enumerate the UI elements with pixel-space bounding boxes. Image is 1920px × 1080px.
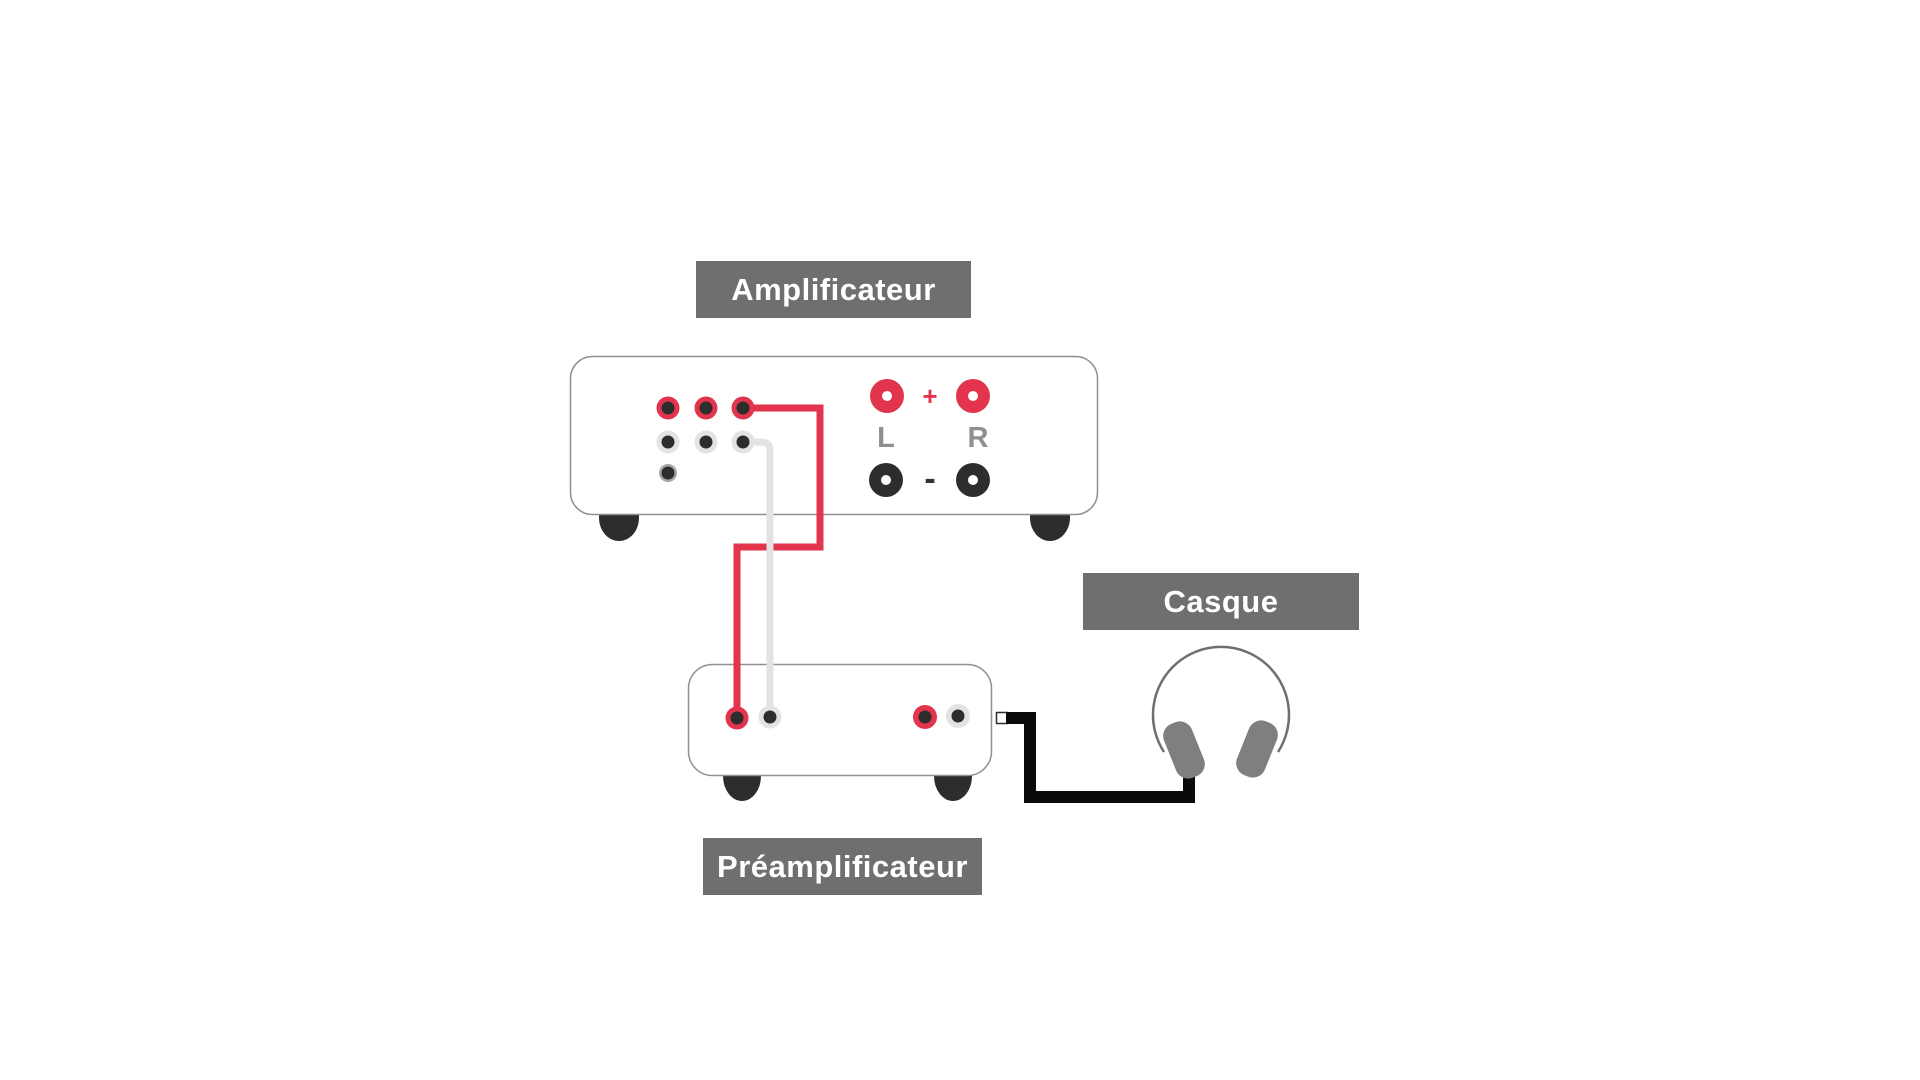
headphone-cable [1006, 712, 1195, 803]
left-channel-letter: L [877, 422, 895, 454]
preamp-jack-red-left [725, 706, 749, 730]
gray-interconnect-cable [743, 438, 774, 717]
amp-rca-jack-gray-3 [731, 430, 755, 454]
preamplifier-label: Préamplificateur [703, 838, 982, 895]
amp-rca-jack-red-3 [731, 396, 755, 420]
headphones-label: Casque [1083, 573, 1359, 630]
amp-rca-jack-red-2 [694, 396, 718, 420]
amp-rca-jack-red-1 [656, 396, 680, 420]
amp-rca-jack-gray-2 [694, 430, 718, 454]
plus-sign: + [922, 381, 937, 411]
preamp-jack-red-right [913, 705, 937, 729]
preamp-jack-gray-right [946, 704, 970, 728]
speaker-post-plus-right [956, 379, 990, 413]
speaker-post-plus-left [870, 379, 904, 413]
right-channel-letter: R [968, 422, 989, 454]
minus-sign: - [924, 460, 935, 498]
headphone-earpad-left [1163, 721, 1205, 779]
headphone-earpad-right [1236, 720, 1278, 778]
preamplifier-unit [687, 663, 993, 777]
speaker-post-minus-right [956, 463, 990, 497]
amplifier-label: Amplificateur [696, 261, 971, 318]
red-interconnect-cable [733, 404, 824, 718]
preamp-jack-gray-left [758, 705, 782, 729]
amp-rca-jack-gray-1 [656, 430, 680, 454]
headphone-headband [1151, 645, 1291, 753]
speaker-post-minus-left [869, 463, 903, 497]
amplifier-unit [569, 355, 1099, 516]
amp-small-jack [659, 464, 677, 482]
headphone-plug [995, 711, 1009, 725]
